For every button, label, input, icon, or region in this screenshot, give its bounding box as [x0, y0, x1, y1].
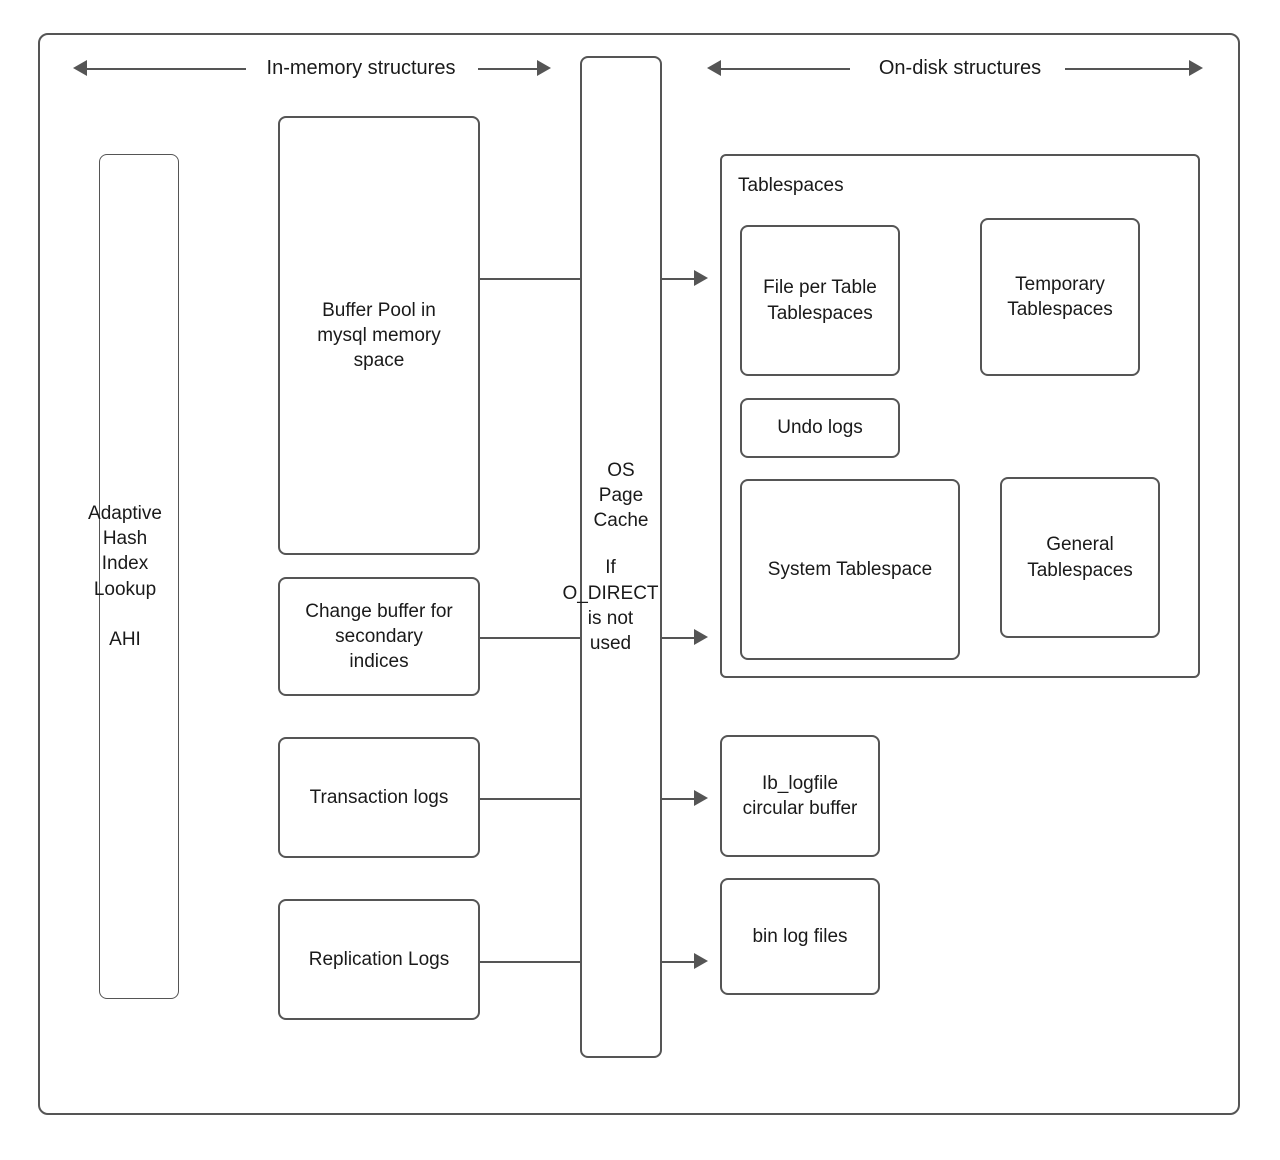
- replication-logs-box[interactable]: Replication Logs: [278, 899, 480, 1020]
- ib-logfile-label: Ib_logfile circular buffer: [742, 772, 858, 819]
- adaptive-hash-index-box[interactable]: Adaptive Hash Index Lookup AHI: [88, 154, 179, 999]
- on-disk-arrow-left-icon: [707, 60, 721, 76]
- in-memory-arrow-right-line: [478, 68, 538, 70]
- temporary-tablespaces-box[interactable]: Temporary Tablespaces: [980, 218, 1140, 376]
- change-buffer-label: Change buffer for secondary indices: [305, 600, 453, 673]
- on-disk-arrow-right-line: [1065, 68, 1190, 70]
- on-disk-arrow-right-icon: [1189, 60, 1203, 76]
- buffer-pool-label: Buffer Pool in mysql memory space: [317, 299, 441, 372]
- undo-logs-box[interactable]: Undo logs: [740, 398, 900, 458]
- connector-change-buffer-arrow-icon: [694, 629, 708, 645]
- in-memory-arrow-left-icon: [73, 60, 87, 76]
- change-buffer-box[interactable]: Change buffer for secondary indices: [278, 577, 480, 696]
- file-per-table-tablespaces-label: File per Table Tablespaces: [763, 277, 877, 324]
- diagram-outer-frame: [38, 33, 1240, 1115]
- bin-log-files-box[interactable]: bin log files: [720, 878, 880, 995]
- general-tablespaces-label: General Tablespaces: [1027, 534, 1133, 581]
- on-disk-arrow-left-line: [720, 68, 850, 70]
- on-disk-structures-label: On-disk structures: [878, 57, 1042, 79]
- connector-transaction-logs-arrow-icon: [694, 790, 708, 806]
- bin-log-files-label: bin log files: [752, 925, 848, 947]
- replication-logs-label: Replication Logs: [308, 948, 450, 970]
- in-memory-arrow-right-icon: [537, 60, 551, 76]
- in-memory-structures-label: In-memory structures: [266, 57, 456, 79]
- general-tablespaces-box[interactable]: General Tablespaces: [1000, 477, 1160, 638]
- in-memory-arrow-left-line: [86, 68, 246, 70]
- connector-buffer-pool-arrow-icon: [694, 270, 708, 286]
- undo-logs-label: Undo logs: [777, 417, 863, 439]
- ib-logfile-box[interactable]: Ib_logfile circular buffer: [720, 735, 880, 857]
- buffer-pool-box[interactable]: Buffer Pool in mysql memory space: [278, 116, 480, 555]
- file-per-table-tablespaces-box[interactable]: File per Table Tablespaces: [740, 225, 900, 376]
- os-page-cache-title: OS Page Cache: [593, 460, 649, 532]
- tablespaces-group: [720, 154, 1200, 678]
- connector-replication-logs-arrow-icon: [694, 953, 708, 969]
- transaction-logs-box[interactable]: Transaction logs: [278, 737, 480, 858]
- os-page-cache-note: If O_DIRECT is not used: [562, 557, 659, 654]
- temporary-tablespaces-label: Temporary Tablespaces: [1007, 273, 1113, 320]
- tablespaces-group-title: Tablespaces: [738, 175, 844, 196]
- os-page-cache-box[interactable]: OS Page Cache If O_DIRECT is not used: [562, 56, 662, 1058]
- system-tablespace-label: System Tablespace: [767, 558, 933, 580]
- adaptive-hash-index-label: Adaptive Hash Index Lookup AHI: [88, 503, 162, 650]
- transaction-logs-label: Transaction logs: [309, 786, 449, 808]
- system-tablespace-box[interactable]: System Tablespace: [740, 479, 960, 660]
